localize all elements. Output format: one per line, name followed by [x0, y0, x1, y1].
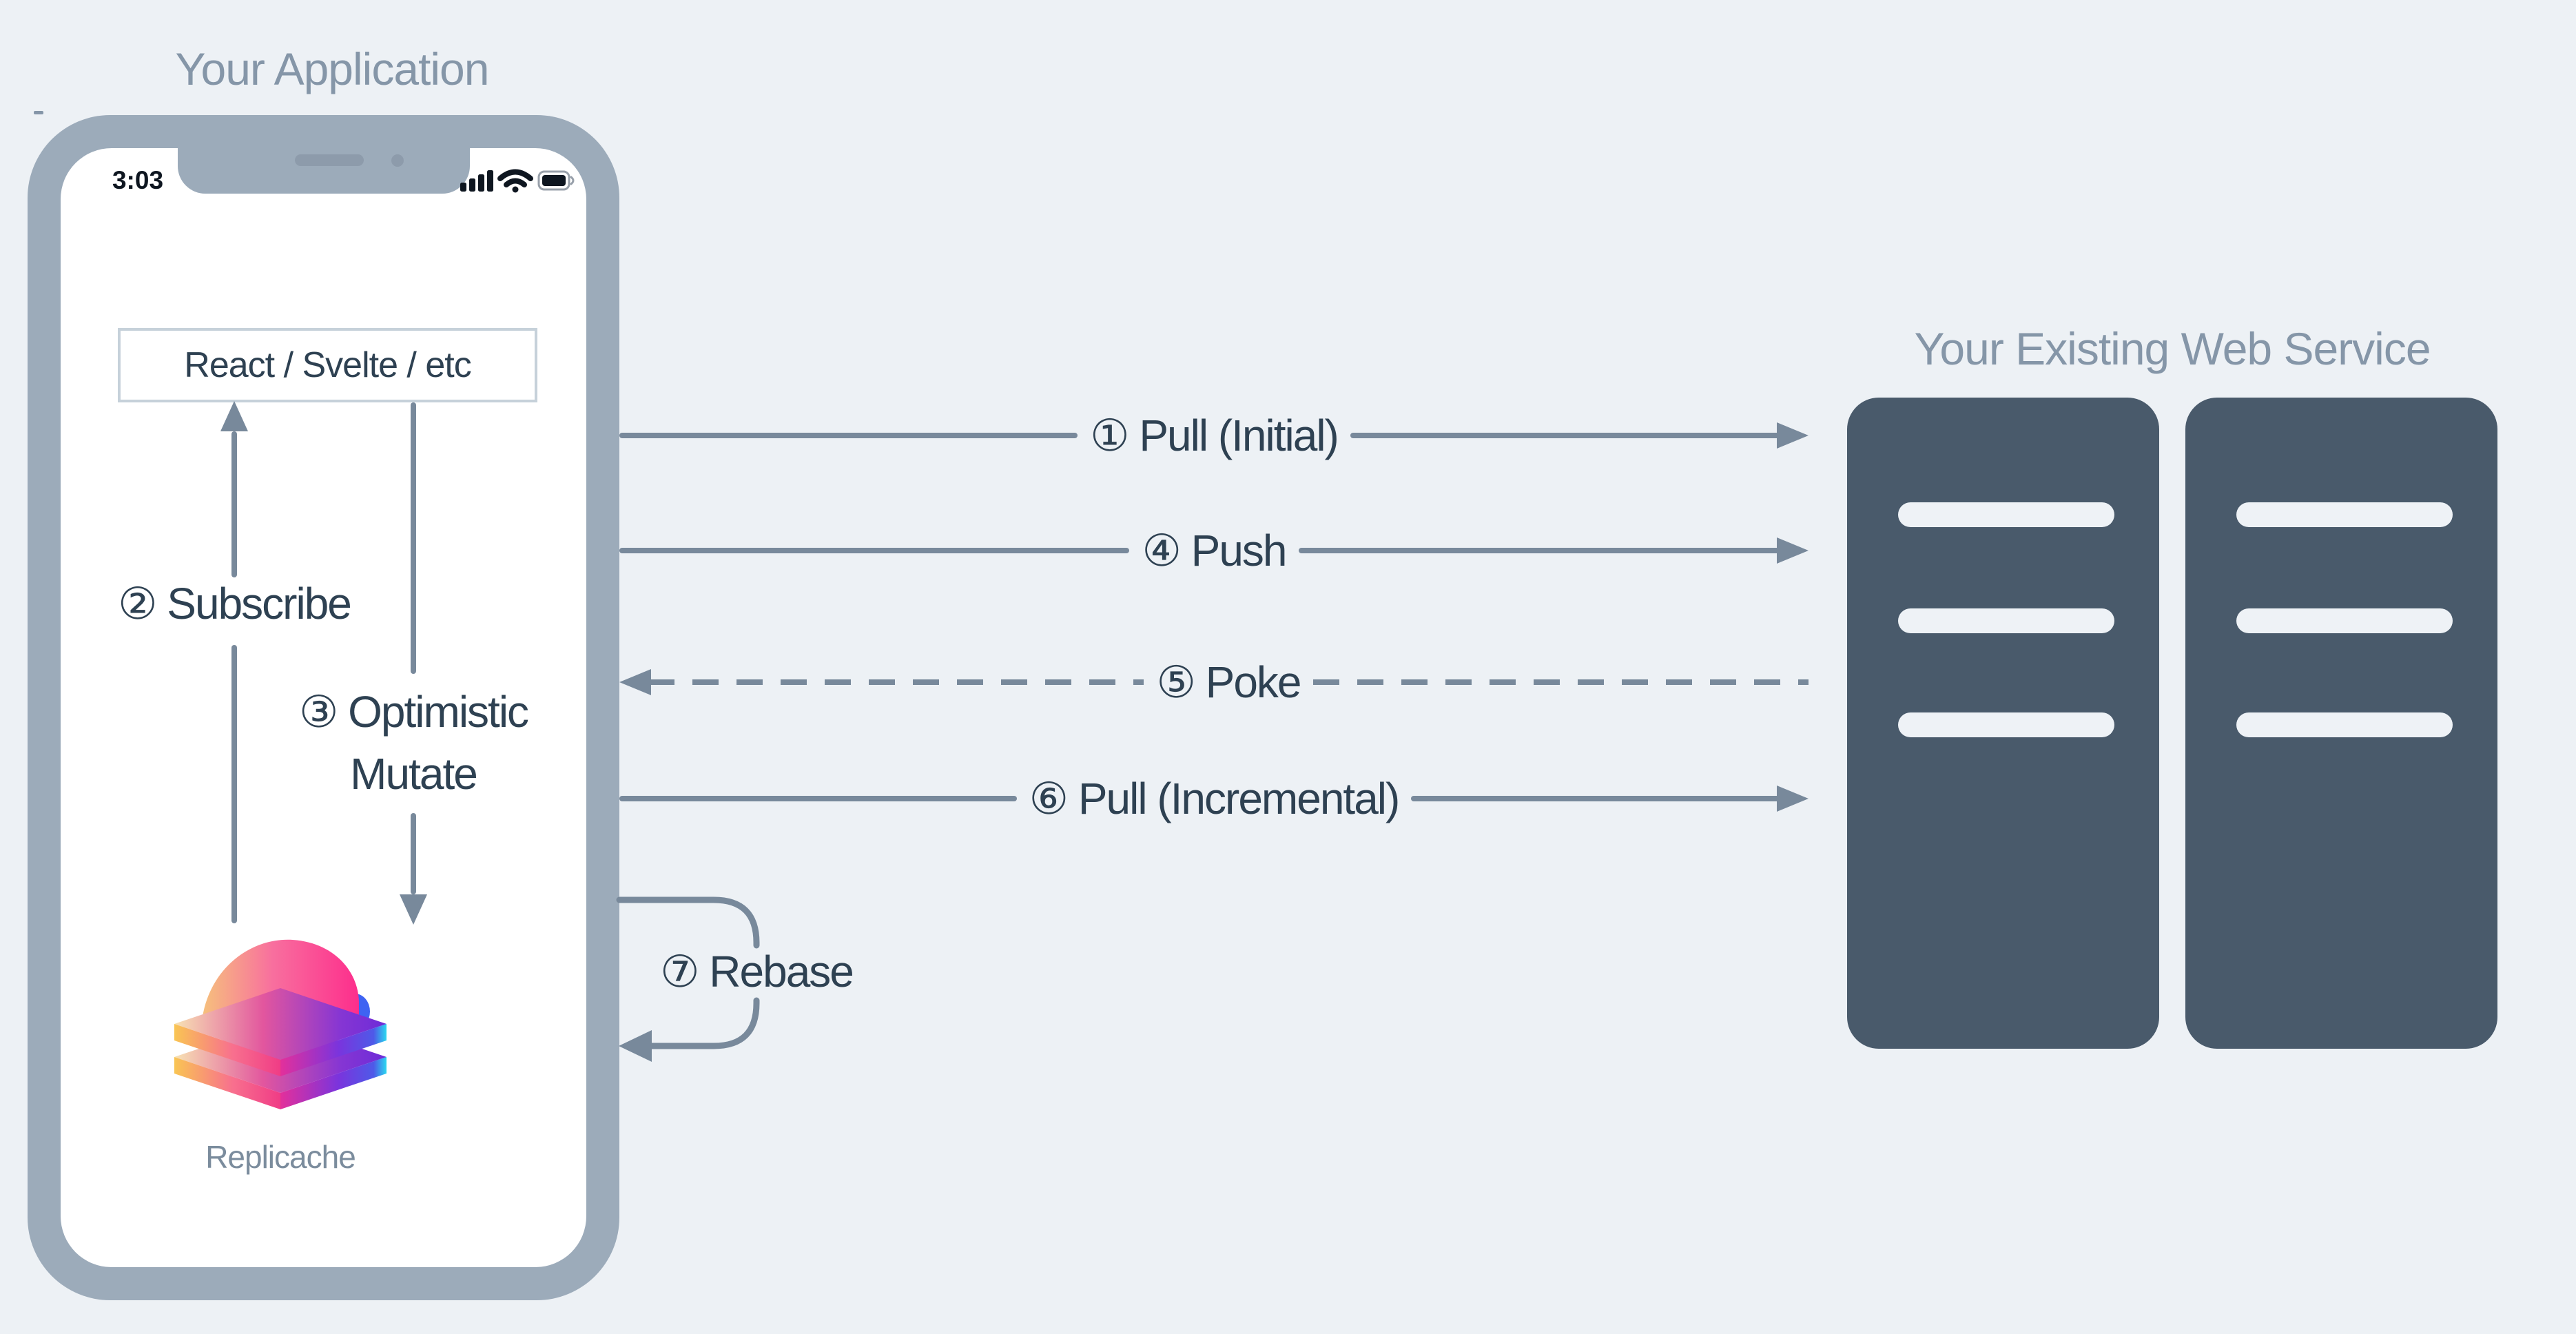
- arrow-left-icon: [619, 669, 651, 695]
- status-time: 3:03: [112, 166, 164, 194]
- arrow-right-icon: [1777, 422, 1809, 449]
- framework-box-label: React / Svelte / etc: [184, 345, 471, 385]
- battery-icon: [537, 170, 575, 191]
- server-slot: [2236, 502, 2453, 527]
- server-slot: [2236, 712, 2453, 737]
- flow-line: [1298, 548, 1780, 553]
- arrow-right-icon: [1777, 786, 1809, 812]
- server-slot: [1898, 712, 2114, 737]
- flow-line-dashed: [1312, 679, 1809, 685]
- replicache-logo: [170, 927, 391, 1134]
- mutate-label-line2: Mutate: [350, 749, 478, 799]
- arrow-left-icon: [619, 1030, 652, 1062]
- speaker-icon: [295, 154, 364, 166]
- camera-icon: [391, 154, 404, 167]
- mutate-label-line1: ③ Optimistic: [298, 687, 529, 737]
- mutate-label: ③ Optimistic Mutate: [298, 687, 529, 799]
- rebase-loop-arrow: [616, 896, 760, 1062]
- flow-line: [619, 433, 1078, 438]
- server-tower: [2185, 398, 2497, 1049]
- subscribe-arrowhead-icon: [220, 401, 248, 431]
- subscribe-label: ② Subscribe: [118, 579, 352, 628]
- flow-line: [619, 796, 1017, 801]
- flow-pull-initial-label: ① Pull (Initial): [1090, 410, 1339, 460]
- mutate-arrowhead-icon: [400, 894, 427, 925]
- signal-icon: [460, 170, 493, 192]
- subscribe-arrow-line: [231, 431, 237, 577]
- phone-frame: 3:03 React / Svelte / etc: [28, 115, 619, 1300]
- tick-mark: [34, 111, 43, 114]
- framework-box: React / Svelte / etc: [118, 328, 537, 402]
- service-section-title: Your Existing Web Service: [1914, 323, 2431, 374]
- mutate-arrow-line: [411, 813, 416, 894]
- flow-line-dashed: [648, 679, 1144, 685]
- subscribe-arrow-line: [231, 645, 237, 923]
- flow-poke-label: ⑤ Poke: [1156, 657, 1301, 707]
- server-slot: [1898, 608, 2114, 633]
- wifi-icon: [497, 169, 533, 193]
- server-slot: [1898, 502, 2114, 527]
- flow-pull-incremental: ⑥ Pull (Incremental): [619, 753, 1809, 844]
- mutate-arrow-line: [411, 402, 416, 674]
- server-tower: [1847, 398, 2159, 1049]
- arrow-right-icon: [1777, 537, 1809, 564]
- flow-line: [619, 548, 1130, 553]
- flow-rebase-label: ⑦ Rebase: [660, 947, 854, 996]
- flow-push-label: ④ Push: [1142, 525, 1287, 575]
- flow-pull-initial: ① Pull (Initial): [619, 390, 1809, 481]
- app-section-title: Your Application: [175, 43, 490, 94]
- flow-line: [1350, 433, 1780, 438]
- flow-pull-incremental-label: ⑥ Pull (Incremental): [1029, 773, 1401, 823]
- flow-poke: ⑤ Poke: [619, 637, 1809, 728]
- status-icons: [460, 169, 575, 193]
- logo-caption: Replicache: [205, 1139, 356, 1175]
- flow-push: ④ Push: [619, 505, 1809, 596]
- server-slot: [2236, 608, 2453, 633]
- flow-line: [1411, 796, 1780, 801]
